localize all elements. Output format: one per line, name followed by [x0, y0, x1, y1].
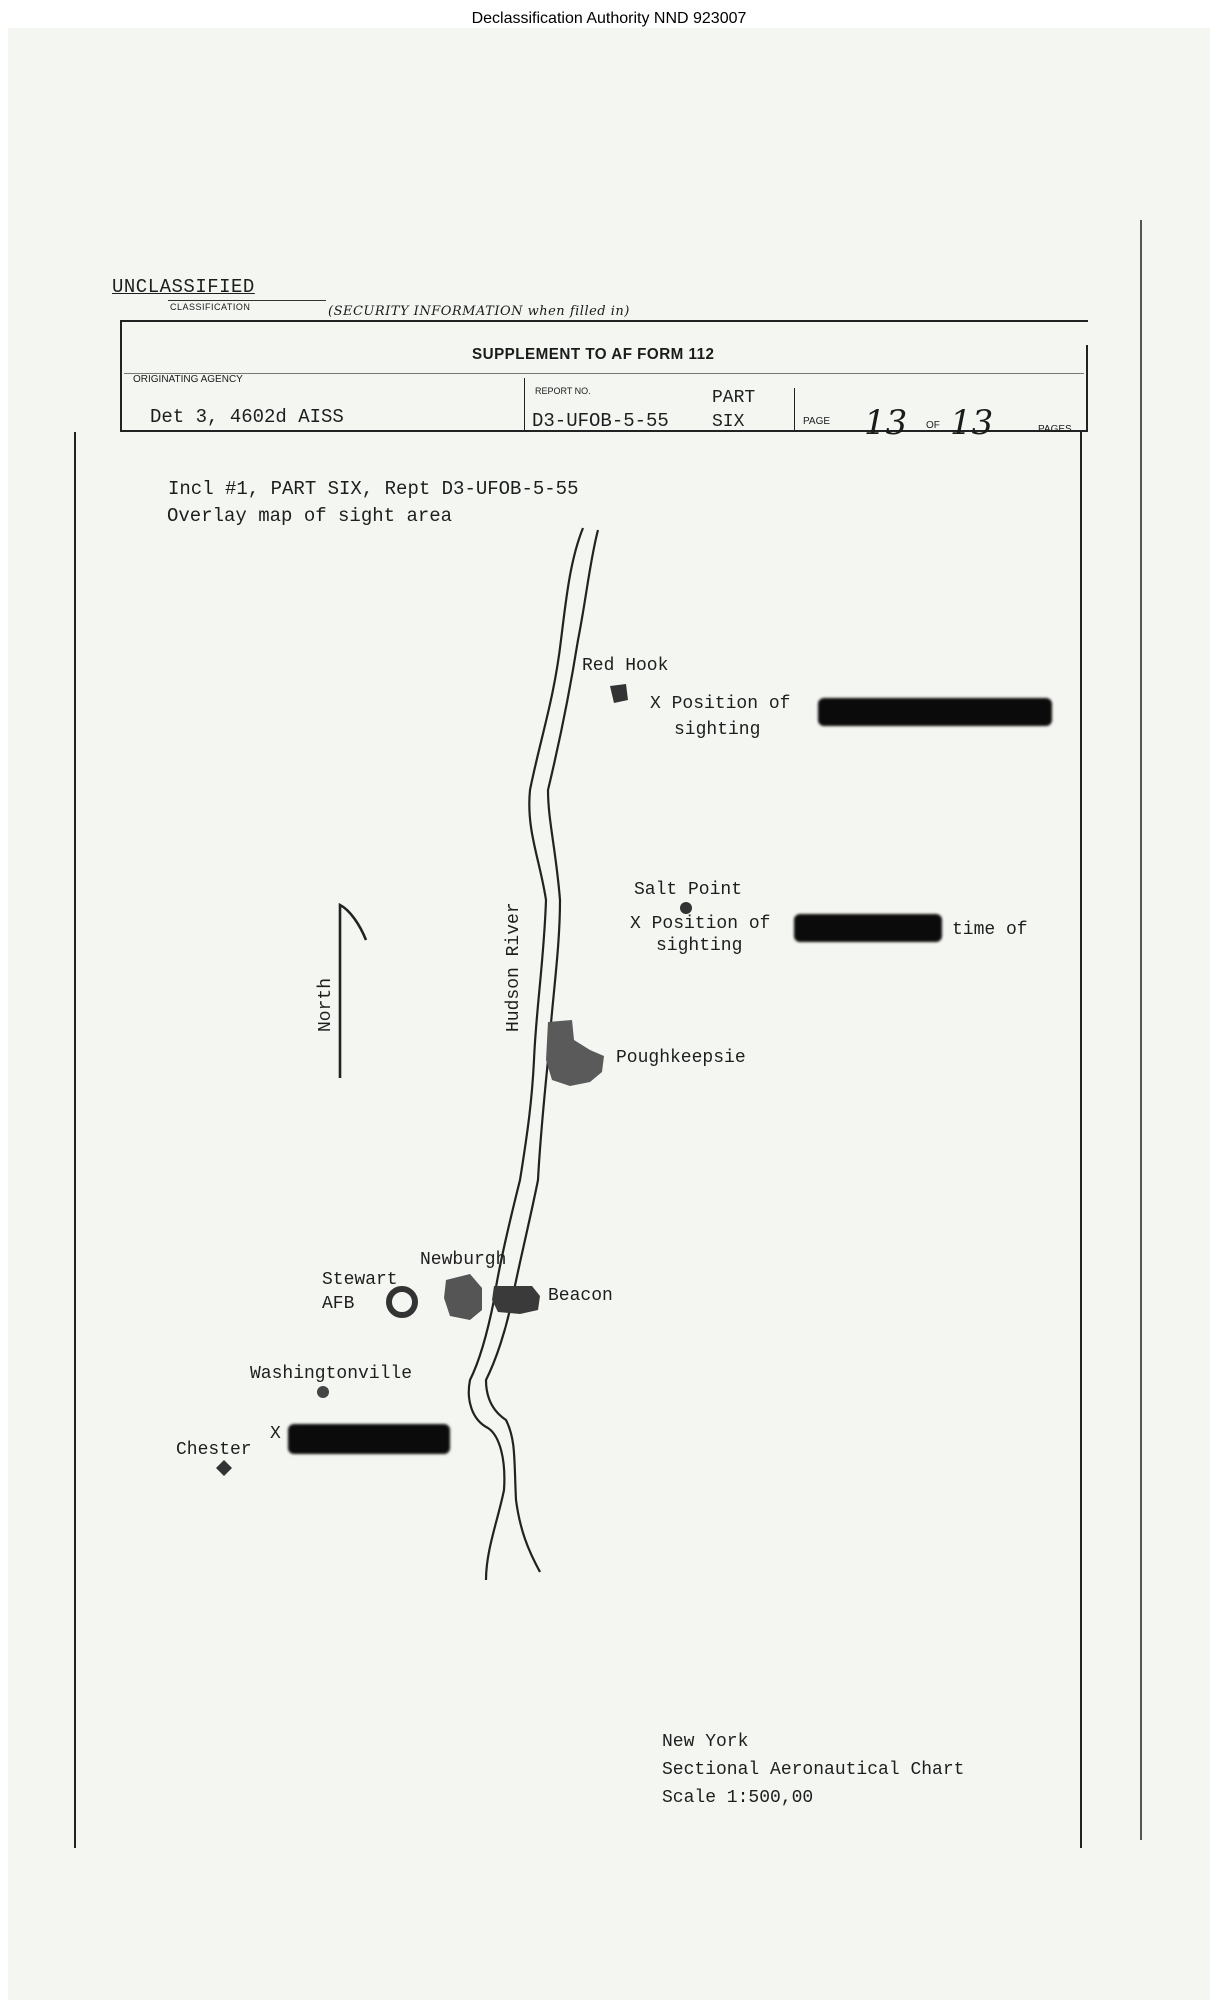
newburgh-marker-icon	[444, 1274, 482, 1320]
originating-agency-label: ORIGINATING AGENCY	[133, 374, 243, 385]
inclosure-line-2: Overlay map of sight area	[167, 505, 453, 527]
beacon-marker-icon	[492, 1286, 540, 1314]
legend-line-3: Scale 1:500,00	[662, 1788, 814, 1808]
security-information-note: (SECURITY INFORMATION when filled in)	[328, 304, 630, 319]
report-number-value: D3-UFOB-5-55	[532, 410, 669, 432]
hudson-river-label: Hudson River	[504, 902, 524, 1032]
classification-underline	[168, 300, 326, 301]
total-pages: 13	[950, 403, 994, 443]
page-number: 13	[864, 403, 908, 443]
stewart-label: Stewart	[322, 1270, 398, 1290]
chester-x-mark: X	[270, 1424, 281, 1444]
paper-edge	[1140, 220, 1142, 1840]
pages-label: PAGES	[1038, 424, 1072, 435]
afb-label: AFB	[322, 1294, 355, 1314]
position-1-line-2: sighting	[674, 720, 761, 740]
declassification-header: Declassification Authority NND 923007	[471, 10, 747, 27]
redaction-bar	[288, 1424, 450, 1454]
salt-point-label: Salt Point	[634, 880, 743, 900]
document-page	[8, 28, 1210, 2000]
washingtonville-marker-icon	[317, 1386, 329, 1398]
classification-marking: UNCLASSIFIED	[112, 276, 255, 298]
position-1-line-1: X Position of	[650, 694, 791, 714]
form-top-border	[120, 320, 1088, 322]
page-right-border	[1080, 432, 1082, 1848]
inclosure-line-1: Incl #1, PART SIX, Rept D3-UFOB-5-55	[168, 478, 579, 500]
north-arrow-icon	[338, 902, 368, 1078]
red-hook-label: Red Hook	[582, 656, 669, 676]
form-column-divider	[794, 388, 795, 430]
of-label: OF	[926, 420, 940, 431]
redaction-bar	[818, 698, 1052, 726]
chester-marker-icon	[216, 1460, 232, 1476]
legend-line-2: Sectional Aeronautical Chart	[662, 1760, 965, 1780]
position-2-line-1: X Position of	[630, 914, 771, 934]
washingtonville-label: Washingtonville	[250, 1364, 413, 1384]
legend-line-1: New York	[662, 1732, 749, 1752]
north-label: North	[316, 977, 336, 1032]
classification-caption: CLASSIFICATION	[170, 302, 251, 312]
salt-point-marker-icon	[680, 902, 692, 914]
hudson-river-east-bank	[484, 529, 600, 1573]
form-title: SUPPLEMENT TO AF FORM 112	[472, 346, 715, 363]
redaction-bar	[794, 914, 942, 942]
position-2-line-2: sighting	[656, 936, 743, 956]
newburgh-label: Newburgh	[420, 1250, 507, 1270]
poughkeepsie-marker-icon	[546, 1020, 604, 1086]
report-number-label: REPORT NO.	[535, 386, 591, 396]
form-bottom-border	[120, 430, 1088, 432]
part-label: PART	[712, 388, 756, 408]
originating-agency-value: Det 3, 4602d AISS	[150, 406, 344, 428]
red-hook-marker-icon	[610, 684, 628, 703]
beacon-label: Beacon	[548, 1286, 613, 1306]
chester-label: Chester	[176, 1440, 252, 1460]
form-right-border	[1086, 345, 1088, 430]
page-label: PAGE	[803, 416, 831, 427]
form-title-divider	[124, 373, 1084, 374]
form-column-divider	[524, 378, 525, 430]
form-left-border	[120, 320, 122, 430]
page-left-border	[74, 432, 76, 1848]
hudson-river-west-bank	[467, 527, 585, 1581]
stewart-afb-marker-icon	[386, 1286, 418, 1318]
position-2-time-of: time of	[952, 920, 1028, 940]
poughkeepsie-label: Poughkeepsie	[616, 1048, 746, 1068]
part-value: SIX	[712, 412, 745, 432]
